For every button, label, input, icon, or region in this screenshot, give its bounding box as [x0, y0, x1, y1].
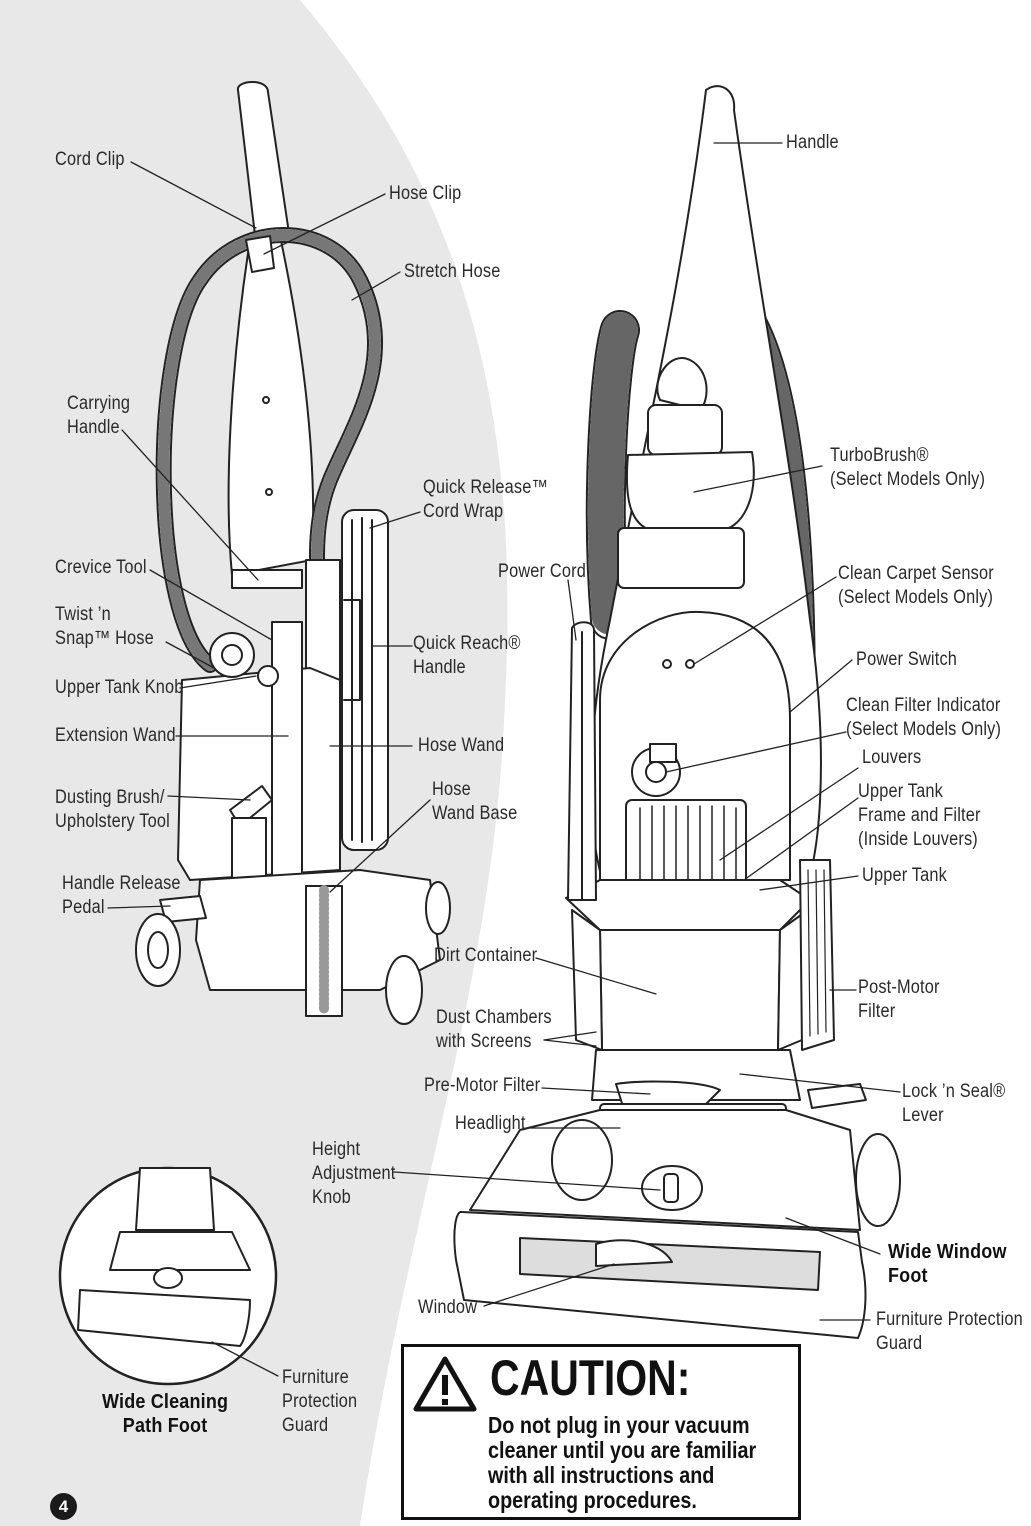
label-window: Window — [418, 1297, 478, 1318]
label-handle: Handle — [786, 132, 839, 153]
label-pre-motor-filter: Pre-Motor Filter — [424, 1075, 541, 1096]
label-stretch-hose: Stretch Hose — [404, 261, 501, 282]
label-hose-wand: Hose Wand — [418, 735, 505, 756]
label-power-cord: Power Cord — [498, 561, 587, 582]
label-cord-clip: Cord Clip — [55, 149, 125, 170]
label-dusting-brush: Dusting Brush/ Upholstery Tool — [55, 787, 170, 832]
left-vacuum-illustration — [135, 81, 451, 1025]
warning-triangle-icon — [413, 1356, 477, 1412]
label-furniture-protection-guard: Furniture Protection Guard — [876, 1309, 1023, 1354]
caution-box: CAUTION: Do not plug in your vacuum clea… — [401, 1344, 801, 1520]
right-vacuum-illustration — [453, 85, 901, 1339]
label-height-adjustment-knob: Height Adjustment Knob — [312, 1139, 396, 1208]
label-louvers: Louvers — [862, 747, 922, 768]
inset-circle-illustration — [58, 1166, 278, 1386]
caution-body: Do not plug in your vacuum cleaner until… — [488, 1412, 757, 1513]
inset-title: Wide Cleaning Path Foot — [102, 1391, 229, 1437]
page-number-badge: 4 — [50, 1493, 77, 1520]
label-upper-tank-knob: Upper Tank Knob — [55, 677, 184, 698]
label-handle-release-pedal: Handle Release Pedal — [62, 873, 181, 918]
label-dust-chambers: Dust Chambers with Screens — [436, 1007, 552, 1052]
label-wide-window-foot: Wide Window Foot — [888, 1241, 1007, 1287]
label-upper-tank-frame: Upper Tank Frame and Filter (Inside Louv… — [858, 781, 981, 850]
inset-furniture-protection-guard: Furniture Protection Guard — [282, 1367, 358, 1436]
label-dirt-container: Dirt Container — [434, 945, 538, 966]
label-quick-reach-handle: Quick Reach® Handle — [413, 633, 521, 678]
label-post-motor-filter: Post-Motor Filter — [858, 977, 940, 1022]
label-hose-clip: Hose Clip — [389, 183, 462, 204]
label-twist-n-snap-hose: Twist ’n Snap™ Hose — [55, 604, 154, 649]
caution-title: CAUTION: — [490, 1350, 691, 1406]
label-crevice-tool: Crevice Tool — [55, 557, 147, 578]
label-quick-release-cord-wrap: Quick Release™ Cord Wrap — [423, 477, 549, 522]
label-turbobrush: TurboBrush® (Select Models Only) — [830, 445, 986, 490]
label-extension-wand: Extension Wand — [55, 725, 176, 746]
label-clean-filter-indicator: Clean Filter Indicator (Select Models On… — [846, 695, 1002, 740]
label-hose-wand-base: Hose Wand Base — [432, 779, 518, 824]
label-headlight: Headlight — [455, 1113, 526, 1134]
label-upper-tank: Upper Tank — [862, 865, 947, 886]
label-lock-n-seal-lever: Lock ’n Seal® Lever — [902, 1081, 1006, 1126]
label-power-switch: Power Switch — [856, 649, 958, 670]
leader-lines — [107, 142, 901, 1377]
label-clean-carpet-sensor: Clean Carpet Sensor (Select Models Only) — [838, 563, 994, 608]
label-carrying-handle: Carrying Handle — [67, 393, 131, 438]
